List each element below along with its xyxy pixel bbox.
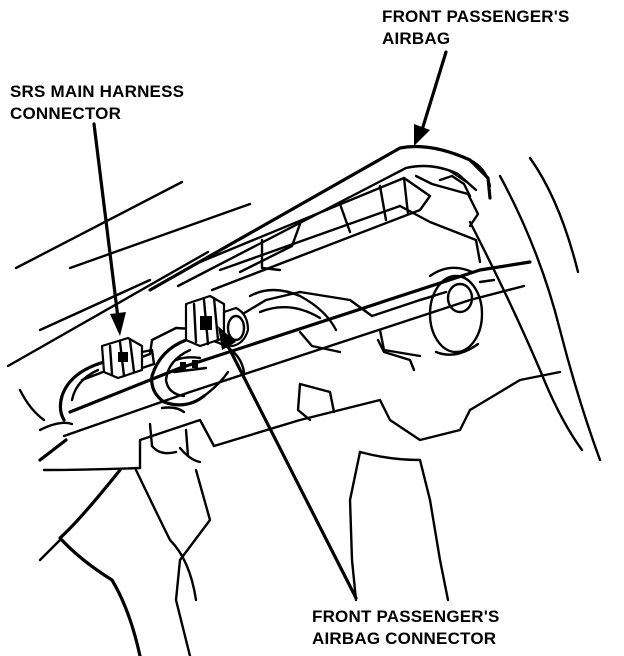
front-passenger-airbag-connector-drawing bbox=[160, 294, 250, 414]
harness-wires bbox=[58, 338, 246, 422]
srs-main-harness-connector-label-line2: CONNECTOR bbox=[10, 104, 122, 123]
harness-arrowhead bbox=[110, 312, 126, 336]
lower-frame bbox=[18, 338, 562, 656]
connector-arrowhead bbox=[218, 326, 236, 350]
srs-main-harness-connector-label-line1: SRS MAIN HARNESS bbox=[10, 82, 185, 101]
airbag-leader-line bbox=[420, 50, 448, 132]
front-passenger-airbag-connector-label-line1: FRONT PASSENGER'S bbox=[312, 607, 500, 626]
leader-lines bbox=[92, 50, 448, 600]
srs-main-harness-connector-drawing bbox=[100, 336, 156, 380]
front-passenger-airbag-connector-label-line2: AIRBAG CONNECTOR bbox=[312, 629, 497, 648]
dashboard-outline bbox=[6, 156, 602, 462]
connector-leader-line bbox=[224, 340, 358, 600]
harness-leader-line bbox=[92, 122, 120, 320]
mounting-boss bbox=[418, 266, 496, 356]
airbag-housing bbox=[148, 144, 492, 292]
front-passenger-airbag-label: FRONT PASSENGER'S AIRBAG bbox=[382, 6, 570, 50]
front-passenger-airbag-connector-label: FRONT PASSENGER'S AIRBAG CONNECTOR bbox=[312, 606, 500, 650]
front-passenger-airbag-label-line2: AIRBAG bbox=[382, 29, 451, 48]
srs-main-harness-connector-label: SRS MAIN HARNESS CONNECTOR bbox=[10, 81, 184, 125]
front-passenger-airbag-label-line1: FRONT PASSENGER'S bbox=[382, 7, 570, 26]
airbag-arrowhead bbox=[414, 124, 430, 146]
